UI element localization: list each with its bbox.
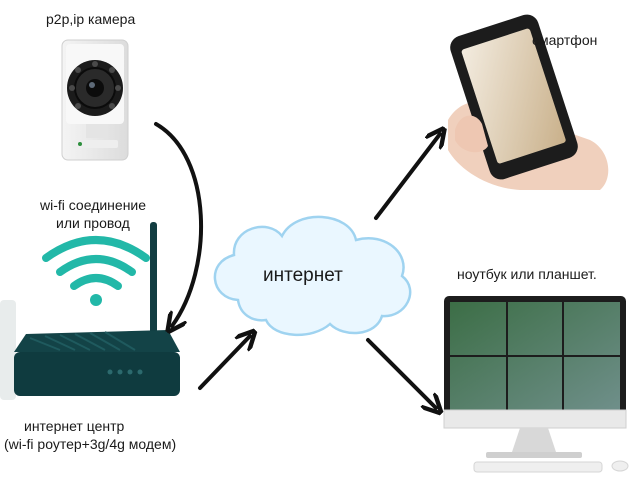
wifi-label-line2: или провод bbox=[56, 215, 130, 231]
router-icon bbox=[0, 222, 180, 400]
arrow-router-to-cloud bbox=[198, 336, 250, 390]
camera-label: p2p,ip камера bbox=[46, 11, 136, 27]
cloud-icon bbox=[213, 215, 412, 336]
smartphone-label: смартфон bbox=[532, 32, 598, 48]
wifi-label-line1: wi-fi соединение bbox=[40, 197, 147, 213]
router-label-line1: интернет центр bbox=[24, 418, 125, 434]
ip-camera-icon bbox=[61, 39, 129, 161]
laptop-label: ноутбук или планшет. bbox=[457, 266, 597, 282]
monitor-icon bbox=[443, 296, 629, 473]
wifi-signal-icon bbox=[42, 236, 150, 306]
router-label-line2: (wi-fi роутер+3g/4g модем) bbox=[4, 436, 177, 452]
arrow-cloud-to-smartphone bbox=[374, 134, 440, 220]
arrow-camera-to-router bbox=[154, 122, 204, 326]
cloud-label: интернет bbox=[263, 265, 343, 286]
arrow-cloud-to-monitor bbox=[366, 338, 436, 408]
smartphone-icon bbox=[448, 14, 609, 190]
